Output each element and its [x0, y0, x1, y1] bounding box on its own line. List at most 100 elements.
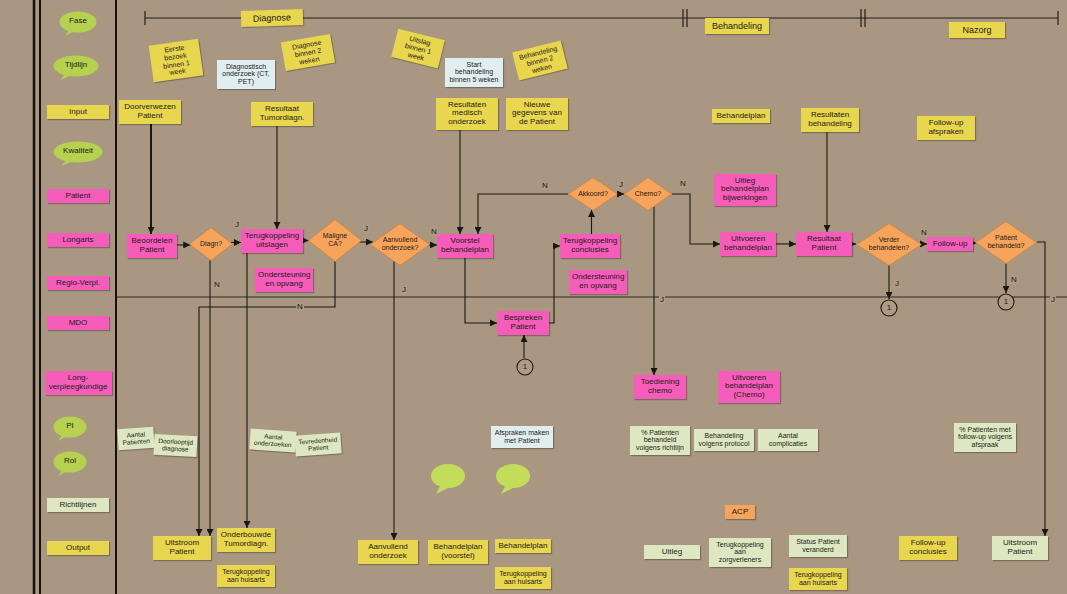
sticky-note: Terugkoppeling uitslagen [241, 229, 303, 253]
node-text: Terugkoppeling uitslagen [244, 232, 300, 250]
text-wrap: Uitleg [647, 548, 697, 557]
flow-arrow [591, 210, 592, 234]
node-text: MDO [50, 319, 106, 328]
text-wrap: Behandelplan [715, 112, 767, 121]
node-text: Resultaten medisch onderzoek [439, 101, 495, 128]
text-wrap: Output [50, 544, 106, 553]
node-text: Nieuwe gegevens van de Patient [509, 101, 565, 128]
sticky-note: Beoordelen Patient [127, 234, 177, 258]
text-wrap: Terugkoppeling aan huisarts [498, 570, 548, 586]
flow-arrow [209, 260, 210, 536]
flow-arrow [888, 266, 889, 300]
flow-arrow [826, 132, 827, 232]
node-text: Long-verpleegkundige [48, 374, 109, 392]
node-text: Diagnose [244, 12, 300, 24]
decision-diamond: Maligne CA? [308, 219, 362, 262]
sticky-note: Behandelplan (voorstel) [428, 540, 488, 564]
text-wrap: Chemo? [633, 190, 663, 198]
text-wrap: Aantal onderzoeken [253, 431, 294, 448]
text-wrap: Uitvoeren behandelplan [723, 235, 773, 253]
sticky-note: Follow-up conclusies [899, 536, 957, 560]
text-wrap: Fase [64, 17, 92, 26]
node-text: Patient [50, 192, 106, 201]
node-text: Maligne CA? [318, 232, 351, 248]
diamond-shape [569, 178, 618, 211]
node-text: Behandeling binnen 2 weken [516, 44, 564, 77]
edge-label: J [894, 280, 900, 288]
text-wrap: Toediening chemo [637, 378, 683, 396]
text-wrap: Behandeling binnen 2 weken [516, 44, 564, 77]
node-text: Eerste bezoek binnen 1 week [152, 42, 200, 79]
sticky-note: Behandeling binnen 2 weken [512, 40, 568, 81]
timeline-tick [144, 11, 145, 25]
node-text: Resultaat Patient [799, 235, 849, 253]
sticky-note: Bespreken Patient [497, 311, 549, 335]
node-text: Aanvullend onderzoek? [381, 236, 418, 252]
text-wrap: Behandeling [708, 21, 766, 31]
sticky-note: Aantal onderzoeken [249, 428, 296, 452]
sticky-note: Aantal complicaties [758, 429, 818, 451]
text-wrap: 1 [880, 299, 898, 317]
sticky-note: Aanvullend onderzoek [358, 540, 418, 564]
node-text: Terugkoppeling conclusies [563, 237, 617, 255]
callout-number: 1 [997, 293, 1015, 311]
bubble-tail [501, 486, 515, 494]
empty-speech-bubble [496, 464, 530, 488]
sticky-note: Uitvoeren behandelplan (Chemo) [718, 371, 780, 404]
flow-arrow [276, 126, 277, 229]
node-text: Resultaat Tumordiagn. [254, 105, 310, 123]
node-text: Tevredenheid Patient [298, 435, 339, 452]
bubble-tail [436, 486, 450, 494]
sticky-note: Uitleg [644, 545, 700, 560]
node-text: Verder behandelen? [869, 236, 910, 252]
node-text: Terugkoppeling aan huisarts [220, 568, 272, 584]
node-text: Uitvoeren behandelplan [723, 235, 773, 253]
edge-label: J [618, 181, 624, 189]
edge-label: N [541, 182, 549, 190]
node-text: Rol [57, 457, 82, 466]
text-wrap: Uitstroom Patient [995, 539, 1045, 557]
text-wrap: Longarts [50, 236, 106, 245]
decision-diamond: Aanvullend onderzoek? [370, 223, 430, 266]
text-wrap: Terugkoppeling aan zorgverleners [712, 541, 768, 564]
node-text: Resultaten behandeling [804, 111, 856, 129]
node-text: PI [57, 422, 82, 431]
node-text: Chemo? [633, 190, 663, 198]
speech-bubble: PI [53, 416, 87, 438]
sticky-note: Output [47, 541, 109, 556]
node-text: Richtlijnen [50, 501, 106, 510]
text-wrap: Akkoord? [578, 190, 609, 198]
text-wrap: Follow-up afspraken [920, 119, 972, 137]
node-text: Follow-up [930, 240, 970, 249]
sticky-note: Behandeling volgens protocol [694, 429, 754, 451]
text-wrap: Onderbouwde Tumordiagn. [220, 531, 272, 549]
node-text: Behandeling volgens protocol [697, 432, 751, 448]
lane-border [39, 0, 41, 594]
flow-arrow [1005, 264, 1006, 294]
node-text: Uitleg [647, 548, 697, 557]
decision-diamond: Verder behandelen? [856, 223, 922, 266]
text-wrap: 1 [516, 358, 534, 376]
flow-arrow [549, 246, 560, 323]
text-wrap: Patient behandeld? [987, 234, 1025, 250]
node-text: Follow-up afspraken [920, 119, 972, 137]
node-text: Start behandeling binnen 5 weken [448, 61, 500, 84]
flow-arrow [478, 194, 568, 234]
text-wrap: Behandelplan (voorstel) [431, 543, 485, 561]
decision-diamond: Chemo? [624, 177, 672, 211]
text-wrap: % Patienten met follow-up volgens afspra… [957, 426, 1013, 449]
text-wrap: Regio-Verpl. [50, 279, 106, 288]
node-text: Regio-Verpl. [50, 279, 106, 288]
node-text: Ondersteuning en opvang [258, 271, 310, 289]
sticky-note: Terugkoppeling aan huisarts [495, 567, 551, 589]
text-wrap: Nazorg [952, 25, 1002, 35]
node-text: ACP [728, 508, 752, 517]
text-wrap: Follow-up conclusies [902, 539, 954, 557]
callout-circle [517, 359, 533, 375]
sticky-note: Nazorg [949, 22, 1005, 38]
node-text: Aantal Patienten [121, 429, 152, 446]
node-text: Behandelplan (voorstel) [431, 543, 485, 561]
phase-divider [860, 9, 861, 27]
sticky-note: Input [47, 105, 109, 120]
text-wrap: Kwaliteit [60, 147, 97, 156]
